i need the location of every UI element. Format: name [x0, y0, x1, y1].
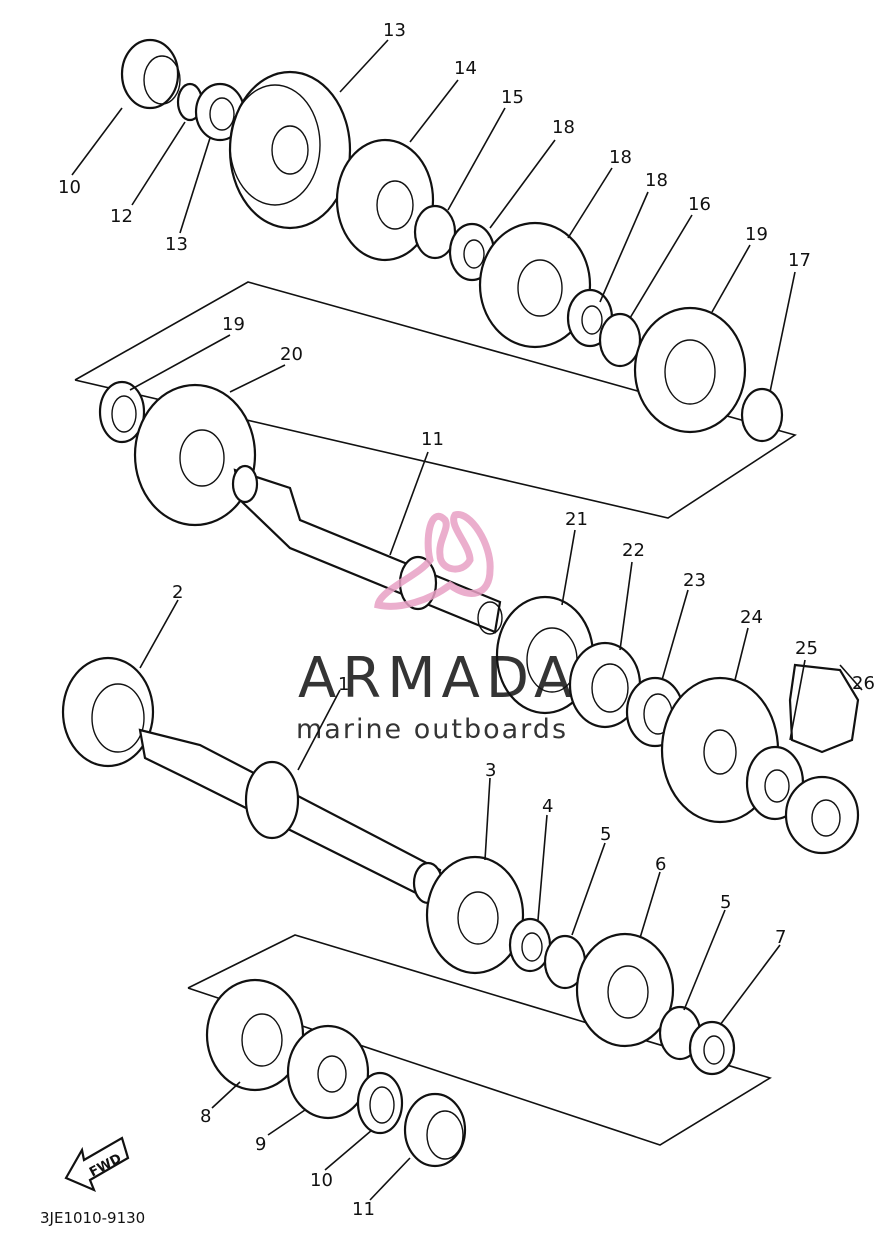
part-13-main-shaft [231, 464, 503, 635]
callout-18-b: 16 [688, 194, 711, 215]
callout-5-a: 5 [600, 824, 611, 845]
part-2-bearing [61, 656, 155, 768]
part-6-gear [575, 932, 675, 1048]
part-21-gear [633, 306, 747, 434]
part-4-washer [508, 917, 552, 973]
part-3-gear [425, 855, 525, 975]
callout-23: 20 [280, 344, 303, 365]
callout-29: 26 [852, 673, 875, 694]
part-11-bushing [403, 1092, 467, 1168]
part-16-gear [228, 70, 352, 230]
callout-21: 19 [745, 224, 768, 245]
part-18-circlip-b [598, 312, 642, 368]
part-23-gear [133, 383, 257, 527]
callout-18-a: 15 [501, 87, 524, 108]
callout-28: 25 [795, 638, 818, 659]
callout-24: 21 [565, 509, 588, 530]
callout-labels: 13 14 15 18 18 18 16 19 17 10 12 13 19 2… [58, 20, 875, 1220]
part-20-gear [478, 221, 592, 349]
part-8-gear [205, 978, 305, 1092]
callout-2: 2 [172, 582, 183, 603]
callout-4: 4 [542, 796, 553, 817]
callout-6: 6 [655, 854, 666, 875]
callout-19-a: 18 [552, 117, 575, 138]
drawing-number: 3JE1010-9130 [40, 1209, 145, 1227]
upper-group-outline [74, 281, 797, 519]
callout-18-c: 17 [788, 250, 811, 271]
callout-22: 19 [222, 314, 245, 335]
callout-26: 23 [683, 570, 706, 591]
callout-10: 10 [310, 1170, 333, 1191]
callout-27: 24 [740, 607, 763, 628]
callout-8: 8 [200, 1106, 211, 1127]
part-1-drive-axle [138, 728, 444, 905]
fwd-arrow: FWD [64, 1136, 130, 1193]
part-10-washer [356, 1071, 404, 1135]
part-17-gear [335, 138, 435, 262]
callout-20: 18 [609, 147, 632, 168]
callout-5-b: 5 [720, 892, 731, 913]
armada-watermark: ARMADA marine outboards [296, 511, 578, 745]
part-7-washer [688, 1020, 736, 1076]
callout-25: 22 [622, 540, 645, 561]
watermark-tagline: marine outboards [296, 714, 568, 745]
callout-3: 3 [485, 760, 496, 781]
part-18-circlip-a [413, 204, 457, 260]
callout-9: 9 [255, 1134, 266, 1155]
callout-17: 14 [454, 58, 477, 79]
watermark-brand: ARMADA [298, 646, 578, 711]
callout-19-b: 18 [645, 170, 668, 191]
leader-lines [71, 39, 863, 1201]
callout-15: 13 [165, 234, 188, 255]
callout-16: 13 [383, 20, 406, 41]
lower-group-outline [187, 934, 772, 1146]
callout-14: 12 [110, 206, 133, 227]
callout-1: 1 [338, 674, 349, 695]
part-9-gear [286, 1024, 370, 1120]
part-22-washer [98, 380, 146, 444]
callout-7: 7 [775, 927, 786, 948]
part-18-circlip-c [740, 387, 784, 443]
part-12-bearing [120, 38, 181, 110]
part-29-nut [784, 663, 860, 855]
callout-12: 10 [58, 177, 81, 198]
watermark-logo-icon [374, 511, 494, 610]
callout-11: 11 [352, 1199, 375, 1220]
callout-13: 11 [421, 429, 444, 450]
